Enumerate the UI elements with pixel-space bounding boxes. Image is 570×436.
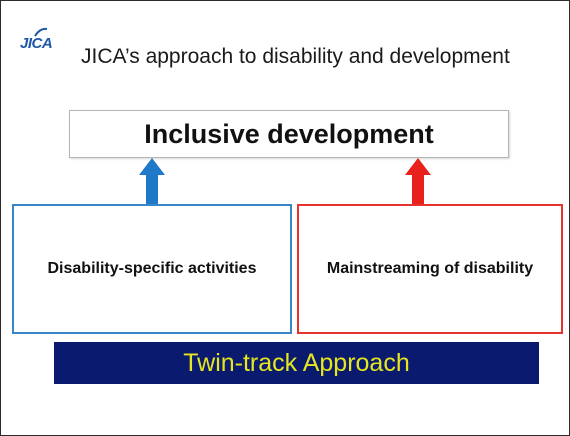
logo-swoosh-icon <box>34 27 48 37</box>
mainstreaming-box: Mainstreaming of disability <box>297 204 563 334</box>
slide-title: JICA’s approach to disability and develo… <box>81 45 510 68</box>
mainstreaming-label: Mainstreaming of disability <box>326 260 534 277</box>
twin-track-label: Twin-track Approach <box>183 348 410 377</box>
blue-up-arrow-icon <box>139 158 165 204</box>
inclusive-development-label: Inclusive development <box>144 118 434 149</box>
inclusive-development-box: Inclusive development <box>69 110 509 158</box>
jica-logo: JICA <box>20 35 53 52</box>
red-up-arrow-icon <box>405 158 431 204</box>
disability-specific-box: Disability-specific activities <box>12 204 292 334</box>
jica-logo-text: JICA <box>20 35 53 52</box>
disability-specific-label: Disability-specific activities <box>47 260 257 277</box>
twin-track-banner: Twin-track Approach <box>54 342 539 384</box>
